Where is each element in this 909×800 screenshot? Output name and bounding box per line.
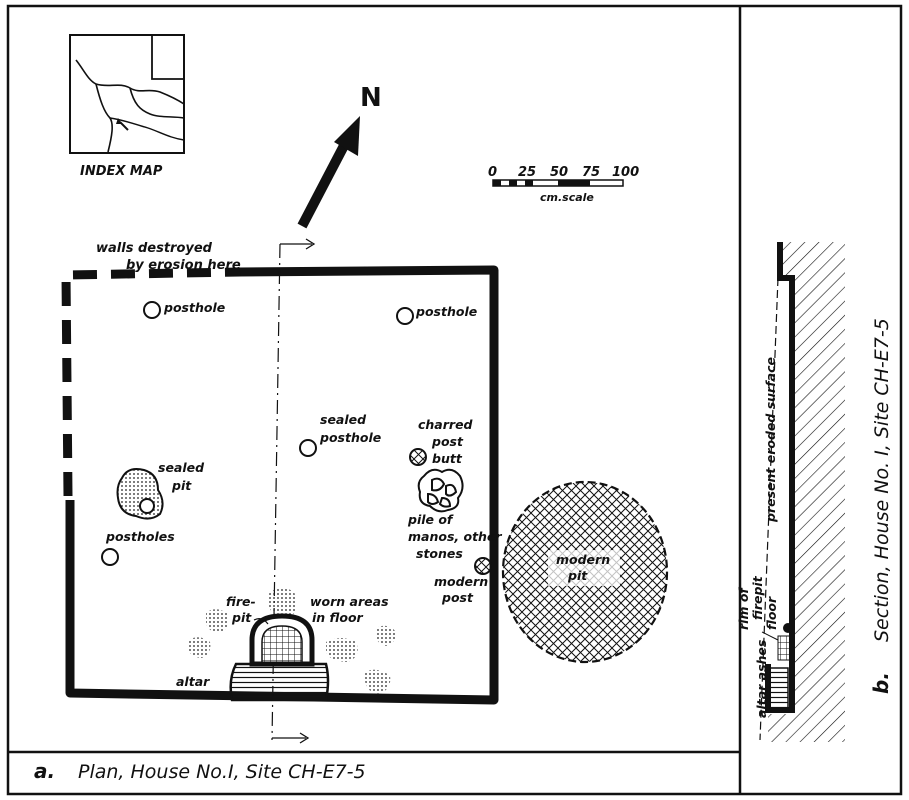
walls-note-line1: walls destroyed	[96, 241, 213, 256]
firepit-label-1: fire-	[226, 594, 256, 609]
firepit	[249, 613, 315, 667]
scale-bar: 0 25 50 75 100 cm.scale	[488, 165, 639, 204]
scale-tick-100: 100	[612, 165, 639, 180]
caption-a-letter: a.	[34, 759, 55, 783]
pile-label-1: pile of	[407, 512, 454, 527]
postholes-marker	[101, 548, 119, 566]
charred-label-2: post	[431, 434, 464, 449]
sealed-posthole	[299, 439, 317, 457]
sealed-posthole-label-1: sealed	[320, 412, 367, 427]
pile-label-2: manos, other	[408, 529, 502, 544]
worn-label-1: worn areas	[310, 594, 389, 609]
charred-label-3: butt	[432, 451, 463, 466]
section-floor-label: floor	[764, 596, 779, 630]
modern-post-label-1: modern	[434, 574, 488, 589]
modern-post-label-2: post	[441, 590, 474, 605]
figure-border	[6, 4, 903, 796]
sealed-pit-label-2: pit	[171, 478, 192, 493]
charred-label-1: charred	[418, 417, 474, 432]
altar	[229, 662, 330, 702]
caption-a-text: Plan, House No.I, Site CH-E7-5	[78, 761, 366, 783]
posthole-1-label: posthole	[163, 300, 225, 315]
caption-b-letter: b.	[869, 672, 893, 694]
stone-pile	[417, 468, 464, 513]
worn-label-2: in floor	[312, 610, 364, 625]
modern-pit	[501, 480, 669, 664]
posthole-1	[143, 301, 161, 319]
altar-label: altar	[176, 674, 210, 689]
house-walls	[61, 265, 499, 705]
firepit-pointer	[253, 618, 269, 625]
caption-b-text: Section, House No. I, Site CH-E7-5	[871, 318, 893, 642]
north-label: N	[360, 83, 382, 113]
sealed-pit	[116, 468, 164, 520]
scale-tick-75: 75	[582, 165, 600, 180]
scale-tick-50: 50	[550, 165, 568, 180]
index-map: INDEX MAP	[69, 34, 185, 179]
charred-post-butt	[409, 448, 427, 466]
section-profile	[759, 242, 845, 742]
section-rim-label-2: firepit	[750, 575, 765, 620]
posthole-2-label: posthole	[415, 304, 477, 319]
sealed-posthole-label-2: posthole	[319, 430, 381, 445]
pile-label-3: stones	[416, 546, 463, 561]
postholes-label: postholes	[105, 529, 175, 544]
sealed-pit-label-1: sealed	[158, 460, 205, 475]
scale-unit: cm.scale	[540, 191, 594, 204]
modern-post	[474, 557, 492, 575]
modern-pit-label-1: modern	[556, 552, 610, 567]
section-rim-label-1: rim of	[736, 587, 751, 630]
index-map-label: INDEX MAP	[80, 164, 163, 179]
walls-note-line2: by erosion here	[126, 258, 241, 273]
section-altar-ashes-label: altar ashes	[754, 640, 769, 718]
section-line	[271, 238, 316, 744]
worn-areas	[188, 588, 396, 694]
north-arrow-icon: N	[297, 83, 382, 229]
firepit-label-2: pit	[231, 610, 252, 625]
section-surface-label: present eroded surface	[763, 357, 778, 523]
modern-pit-label-2: pit	[567, 568, 588, 583]
posthole-2	[396, 307, 414, 325]
scale-tick-0: 0	[488, 165, 497, 180]
scale-tick-25: 25	[518, 165, 536, 180]
